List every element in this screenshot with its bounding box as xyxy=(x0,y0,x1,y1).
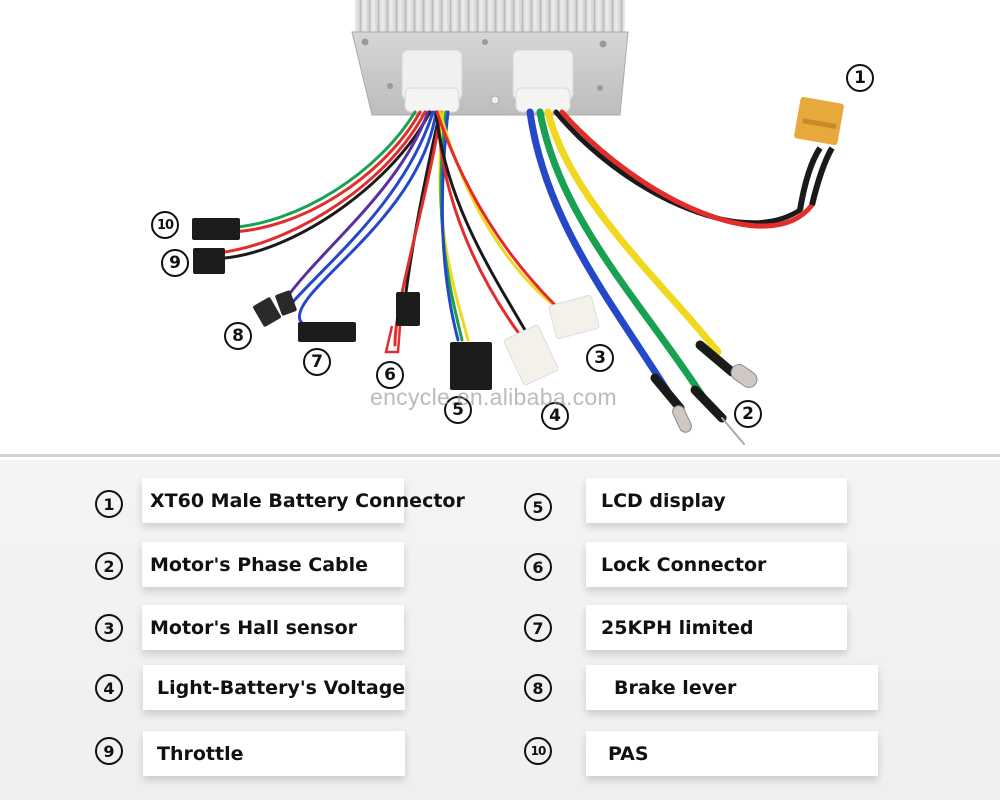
brake-lever-connector xyxy=(253,290,297,327)
separator xyxy=(0,454,1000,457)
legend-label-xt60: XT60 Male Battery Connector xyxy=(142,478,465,523)
legend-number-9: 9 xyxy=(95,737,123,765)
cable-gland-left xyxy=(401,49,463,113)
legend-label-light-voltage: Light-Battery's Voltage xyxy=(143,665,405,710)
legend-label-phase-cable: Motor's Phase Cable xyxy=(142,542,404,587)
speed-limit-connector xyxy=(298,322,356,342)
light-voltage-connector xyxy=(503,324,559,386)
callout-4: 4 xyxy=(541,402,569,430)
callout-7: 7 xyxy=(303,348,331,376)
legend-label-hall-sensor: Motor's Hall sensor xyxy=(142,605,404,650)
watermark: encycle.en.alibaba.com xyxy=(370,384,617,410)
legend-label-throttle: Throttle xyxy=(143,731,405,776)
callout-10: 10 xyxy=(151,211,179,239)
xt60-connector xyxy=(794,96,844,211)
controller-wiring-photo xyxy=(192,0,844,445)
controller-housing xyxy=(351,0,629,116)
legend-number-3: 3 xyxy=(95,614,123,642)
legend-number-1: 1 xyxy=(95,490,123,518)
throttle-connector xyxy=(193,248,225,274)
legend: 1 XT60 Male Battery Connector 2 Motor's … xyxy=(0,460,1000,800)
signal-wires xyxy=(223,110,562,347)
callout-5: 5 xyxy=(444,396,472,424)
lock-connector xyxy=(384,292,420,354)
legend-label-brake-lever: Brake lever xyxy=(586,665,878,710)
legend-label-lock-connector: Lock Connector xyxy=(586,542,847,587)
callout-6: 6 xyxy=(376,361,404,389)
legend-label-lcd-display: LCD display xyxy=(586,478,847,523)
legend-number-6: 6 xyxy=(524,553,552,581)
phase-cables xyxy=(526,108,815,445)
pas-connector xyxy=(192,218,240,240)
legend-number-8: 8 xyxy=(524,674,552,702)
legend-number-2: 2 xyxy=(95,552,123,580)
callout-1: 1 xyxy=(846,64,874,92)
callout-3: 3 xyxy=(586,344,614,372)
cable-gland-right xyxy=(512,49,574,113)
callout-9: 9 xyxy=(161,249,189,277)
callout-8: 8 xyxy=(224,322,252,350)
lcd-display-connector xyxy=(450,342,492,390)
legend-number-4: 4 xyxy=(95,674,123,702)
legend-label-25kph: 25KPH limited xyxy=(586,605,847,650)
hall-sensor-connector xyxy=(548,295,600,339)
legend-number-10: 10 xyxy=(524,737,552,765)
callout-2: 2 xyxy=(734,400,762,428)
legend-label-pas: PAS xyxy=(586,731,878,776)
legend-number-5: 5 xyxy=(524,493,552,521)
legend-number-7: 7 xyxy=(524,614,552,642)
